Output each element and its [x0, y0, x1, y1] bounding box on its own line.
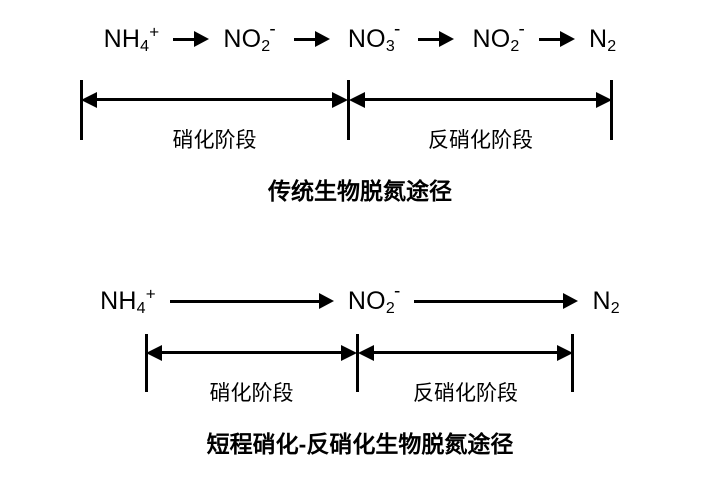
species-no3-minus: NO3- — [347, 18, 401, 55]
tick-right — [571, 334, 574, 392]
stage-label-nitrification: 硝化阶段 — [209, 382, 294, 405]
reaction-arrow-icon — [169, 293, 334, 309]
tick-left — [145, 334, 148, 392]
span-nitrification — [146, 345, 357, 361]
tick-middle — [347, 80, 350, 140]
span-nitrification — [81, 92, 348, 108]
species-no2-minus: NO2- — [472, 18, 526, 55]
caption-conventional-pathway: 传统生物脱氮途径 — [268, 178, 452, 204]
species-nh4-plus: NH4+ — [103, 21, 160, 55]
tick-right — [610, 80, 613, 140]
species-n2: N2 — [592, 286, 620, 317]
diagram-shortcut-pathway: NH4+ NO2- N2 硝化阶段 反硝化阶段 短程硝化-反硝化生物脱氮途径 — [0, 258, 720, 494]
reaction-arrow-icon — [293, 31, 330, 47]
species-n2: N2 — [589, 24, 617, 55]
species-no2-minus: NO2- — [223, 18, 276, 55]
caption-shortcut-pathway: 短程硝化-反硝化生物脱氮途径 — [206, 431, 514, 457]
tick-left — [80, 80, 83, 140]
span-denitrification — [358, 345, 573, 361]
reaction-arrow-icon — [418, 31, 455, 47]
reaction-arrow-icon — [173, 31, 210, 47]
stage-label-denitrification: 反硝化阶段 — [428, 129, 533, 152]
reaction-chain-conventional: NH4+ NO2- NO3- NO2- N2 — [0, 16, 720, 62]
reaction-arrow-icon — [539, 31, 576, 47]
tick-middle — [356, 334, 359, 392]
span-denitrification — [349, 92, 612, 108]
stage-label-denitrification: 反硝化阶段 — [413, 382, 518, 405]
diagram-conventional-pathway: NH4+ NO2- NO3- NO2- N2 硝化阶段 反硝化阶段 传统生物脱氮 — [0, 0, 720, 230]
reaction-chain-shortcut: NH4+ NO2- N2 — [0, 278, 720, 324]
species-no2-minus: NO2- — [347, 280, 401, 317]
reaction-arrow-icon — [414, 293, 579, 309]
species-nh4-plus: NH4+ — [100, 283, 156, 317]
stage-label-nitrification: 硝化阶段 — [172, 129, 257, 152]
